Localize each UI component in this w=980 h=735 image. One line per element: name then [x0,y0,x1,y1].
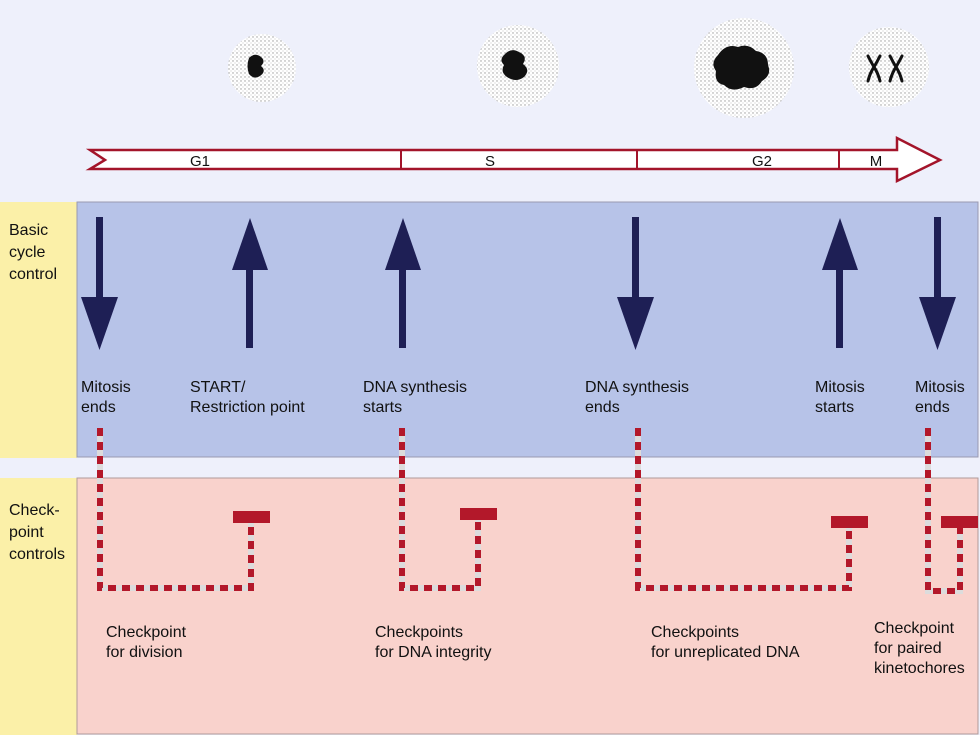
checkpoint-label-division: Checkpoint for division [106,624,187,661]
cell-g2 [694,18,794,118]
down-arrow-icon [919,217,956,350]
up-arrow-icon [232,218,268,348]
cell-g1 [228,34,296,102]
phase-label-m: M [870,153,883,170]
checkpoint-label-unreplicated-dna: Checkpoints for unreplicated DNA [651,624,800,661]
checkpoint-label-kinetochores: Checkpoint for paired kinetochores [874,620,965,677]
event-label-dna-synthesis-ends: DNA synthesis ends [585,379,690,416]
checkpoint-line-dna-integrity [399,428,497,591]
row-label-checkpoint-controls: Check- point controls [9,502,66,563]
checkpoint-line-kinetochores [925,428,978,594]
down-arrow-icon [81,217,118,350]
phase-label-s: S [485,153,495,170]
basic-label-column [0,202,77,458]
cell-m [849,27,929,107]
cell-s [477,25,559,107]
phase-label-g1: G1 [190,153,210,170]
basic-control-band [76,201,979,458]
event-label-restriction-point: START/ Restriction point [190,379,305,416]
up-arrow-icon [385,218,421,348]
checkpoint-label-column [0,478,77,735]
row-label-basic-control: Basic cycle control [9,222,58,283]
checkpoint-line-division [97,428,270,591]
up-arrow-icon [822,218,858,348]
event-label-dna-synthesis-starts: DNA synthesis starts [363,379,468,416]
checkpoint-label-dna-integrity: Checkpoints for DNA integrity [375,624,492,661]
timeline-arrow [85,135,943,184]
phase-label-g2: G2 [752,153,772,170]
down-arrow-icon [617,217,654,350]
event-label-mitosis-starts: Mitosis starts [815,379,865,416]
event-label-mitosis-ends-2: Mitosis ends [915,379,965,416]
checkpoint-line-unreplicated-dna [635,428,868,591]
checkpoint-control-band [76,477,979,735]
event-label-mitosis-ends: Mitosis ends [81,379,131,416]
